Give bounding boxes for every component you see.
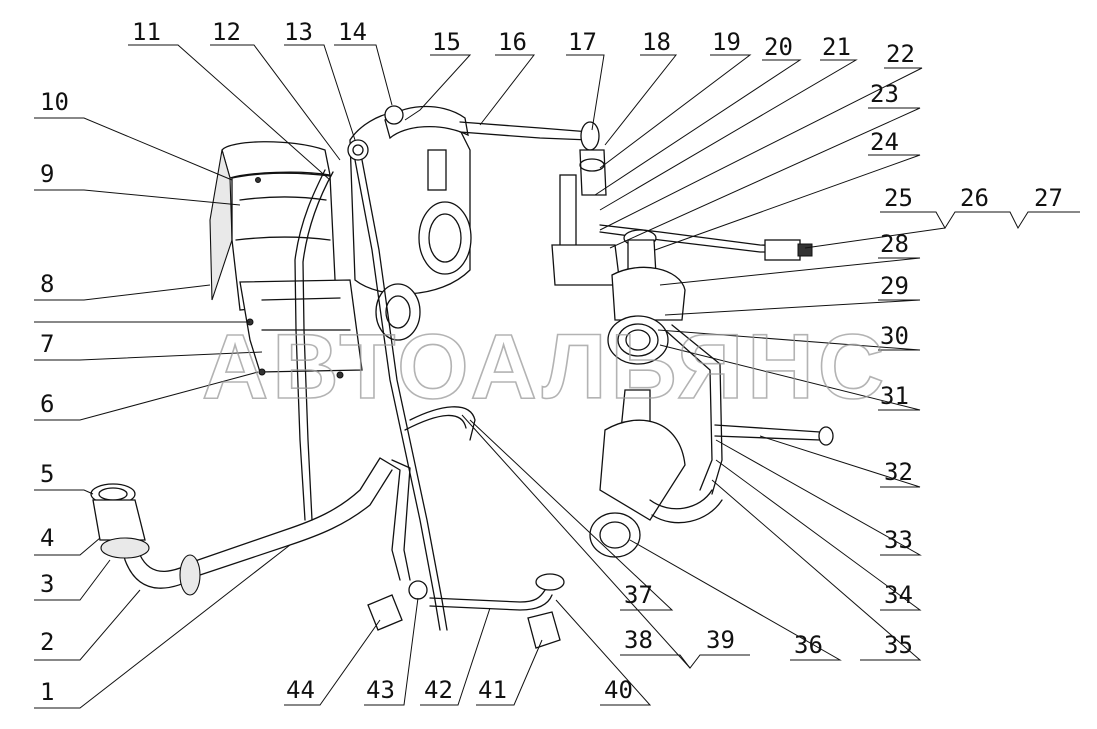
callout-8: 8 <box>40 270 54 298</box>
callout-25: 25 <box>884 184 913 212</box>
callout-14: 14 <box>338 18 367 46</box>
callout-29: 29 <box>880 272 909 300</box>
callout-16: 16 <box>498 28 527 56</box>
callout-17: 17 <box>568 28 597 56</box>
callout-4: 4 <box>40 524 54 552</box>
callout-19: 19 <box>712 28 741 56</box>
leader-lines <box>34 44 1080 709</box>
callout-18: 18 <box>642 28 671 56</box>
callout-27: 27 <box>1034 184 1063 212</box>
callout-39: 39 <box>706 626 735 654</box>
callout-7: 7 <box>40 330 54 358</box>
upper-pipe <box>459 121 607 196</box>
callout-43: 43 <box>366 676 395 704</box>
callout-42: 42 <box>424 676 453 704</box>
callout-41: 41 <box>478 676 507 704</box>
callout-21: 21 <box>822 33 851 61</box>
callout-22: 22 <box>886 40 915 68</box>
callout-24: 24 <box>870 128 899 156</box>
turbine-housing <box>209 141 337 311</box>
callout-6: 6 <box>40 390 54 418</box>
callout-35: 35 <box>884 631 913 659</box>
callout-34: 34 <box>884 581 913 609</box>
callout-1: 1 <box>40 678 54 706</box>
callout-11: 11 <box>132 18 161 46</box>
callout-40: 40 <box>604 676 633 704</box>
callout-32: 32 <box>884 458 913 486</box>
oil-lines <box>294 159 476 631</box>
callout-37: 37 <box>624 581 653 609</box>
callout-9: 9 <box>40 160 54 188</box>
callout-26: 26 <box>960 184 989 212</box>
callout-28: 28 <box>880 230 909 258</box>
callout-31: 31 <box>880 382 909 410</box>
callout-38: 38 <box>624 626 653 654</box>
filter-housing <box>607 229 723 495</box>
callout-5: 5 <box>40 460 54 488</box>
lower-fittings <box>367 573 565 649</box>
callout-10: 10 <box>40 88 69 116</box>
valve-assembly <box>551 174 813 286</box>
callout-33: 33 <box>884 526 913 554</box>
callout-labels: 1 2 3 4 5 6 7 8 9 10 11 12 13 14 15 16 1… <box>40 18 1063 706</box>
coolant-pipe-left <box>90 457 411 596</box>
callout-13: 13 <box>284 18 313 46</box>
callout-20: 20 <box>764 33 793 61</box>
callout-30: 30 <box>880 322 909 350</box>
callout-3: 3 <box>40 570 54 598</box>
callout-15: 15 <box>432 28 461 56</box>
watermark: АВТОАЛЬЯНС <box>202 316 888 418</box>
callout-23: 23 <box>870 80 899 108</box>
callout-36: 36 <box>794 631 823 659</box>
compressor-housing <box>347 105 472 341</box>
callout-12: 12 <box>212 18 241 46</box>
callout-44: 44 <box>286 676 315 704</box>
callout-2: 2 <box>40 628 54 656</box>
